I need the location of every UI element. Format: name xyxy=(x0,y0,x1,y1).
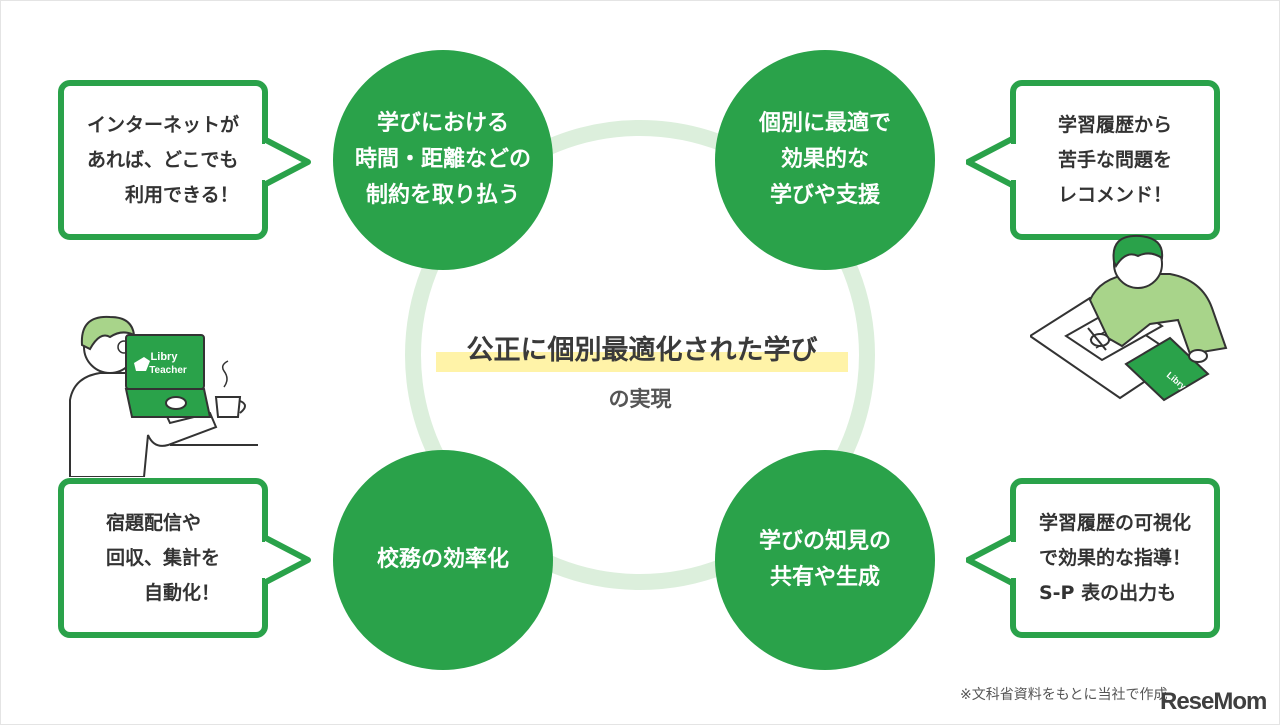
bubble-tail-top-right xyxy=(966,135,1016,189)
circle-individual-optimization: 個別に最適で 効果的な 学びや支援 xyxy=(715,50,935,270)
circle-knowledge-sharing: 学びの知見の 共有や生成 xyxy=(715,450,935,670)
student-writing-illustration: Libry xyxy=(1030,234,1228,402)
tablet-device xyxy=(1124,336,1210,402)
circle-remove-constraints: 学びにおける 時間・距離などの 制約を取り払う xyxy=(333,50,553,270)
bubble-recommend: 学習履歴から 苦手な問題を レコメンド！ xyxy=(1010,80,1220,240)
circle-school-efficiency: 校務の効率化 xyxy=(333,450,553,670)
teacher-laptop-illustration: Libry Teacher xyxy=(69,315,258,477)
laptop-brand-line2: Teacher xyxy=(149,365,187,376)
coffee-cup-icon xyxy=(214,396,242,418)
bubble-tail-top-left xyxy=(262,135,311,189)
resemom-logo: ReseMom xyxy=(1160,688,1267,715)
center-subtitle: の実現 xyxy=(608,387,672,411)
laptop-logo-icon xyxy=(134,357,150,371)
bubble-homework-automation: 宿題配信や 回収、集計を 自動化！ xyxy=(58,478,268,638)
laptop-brand-line1: Libry xyxy=(151,351,179,363)
pen-icon xyxy=(1087,327,1107,351)
center-title: 公正に個別最適化された学び xyxy=(436,328,848,374)
source-credit: ※文科省資料をもとに当社で作成 xyxy=(960,687,1168,703)
bubble-tail-bottom-left xyxy=(262,533,311,587)
bubble-visualization: 学習履歴の可視化 で効果的な指導！ S-P 表の出力も xyxy=(1010,478,1220,638)
bubble-anywhere-access: インターネットが あれば、どこでも 利用できる！ xyxy=(58,80,268,240)
bubble-tail-bottom-right xyxy=(966,533,1016,587)
